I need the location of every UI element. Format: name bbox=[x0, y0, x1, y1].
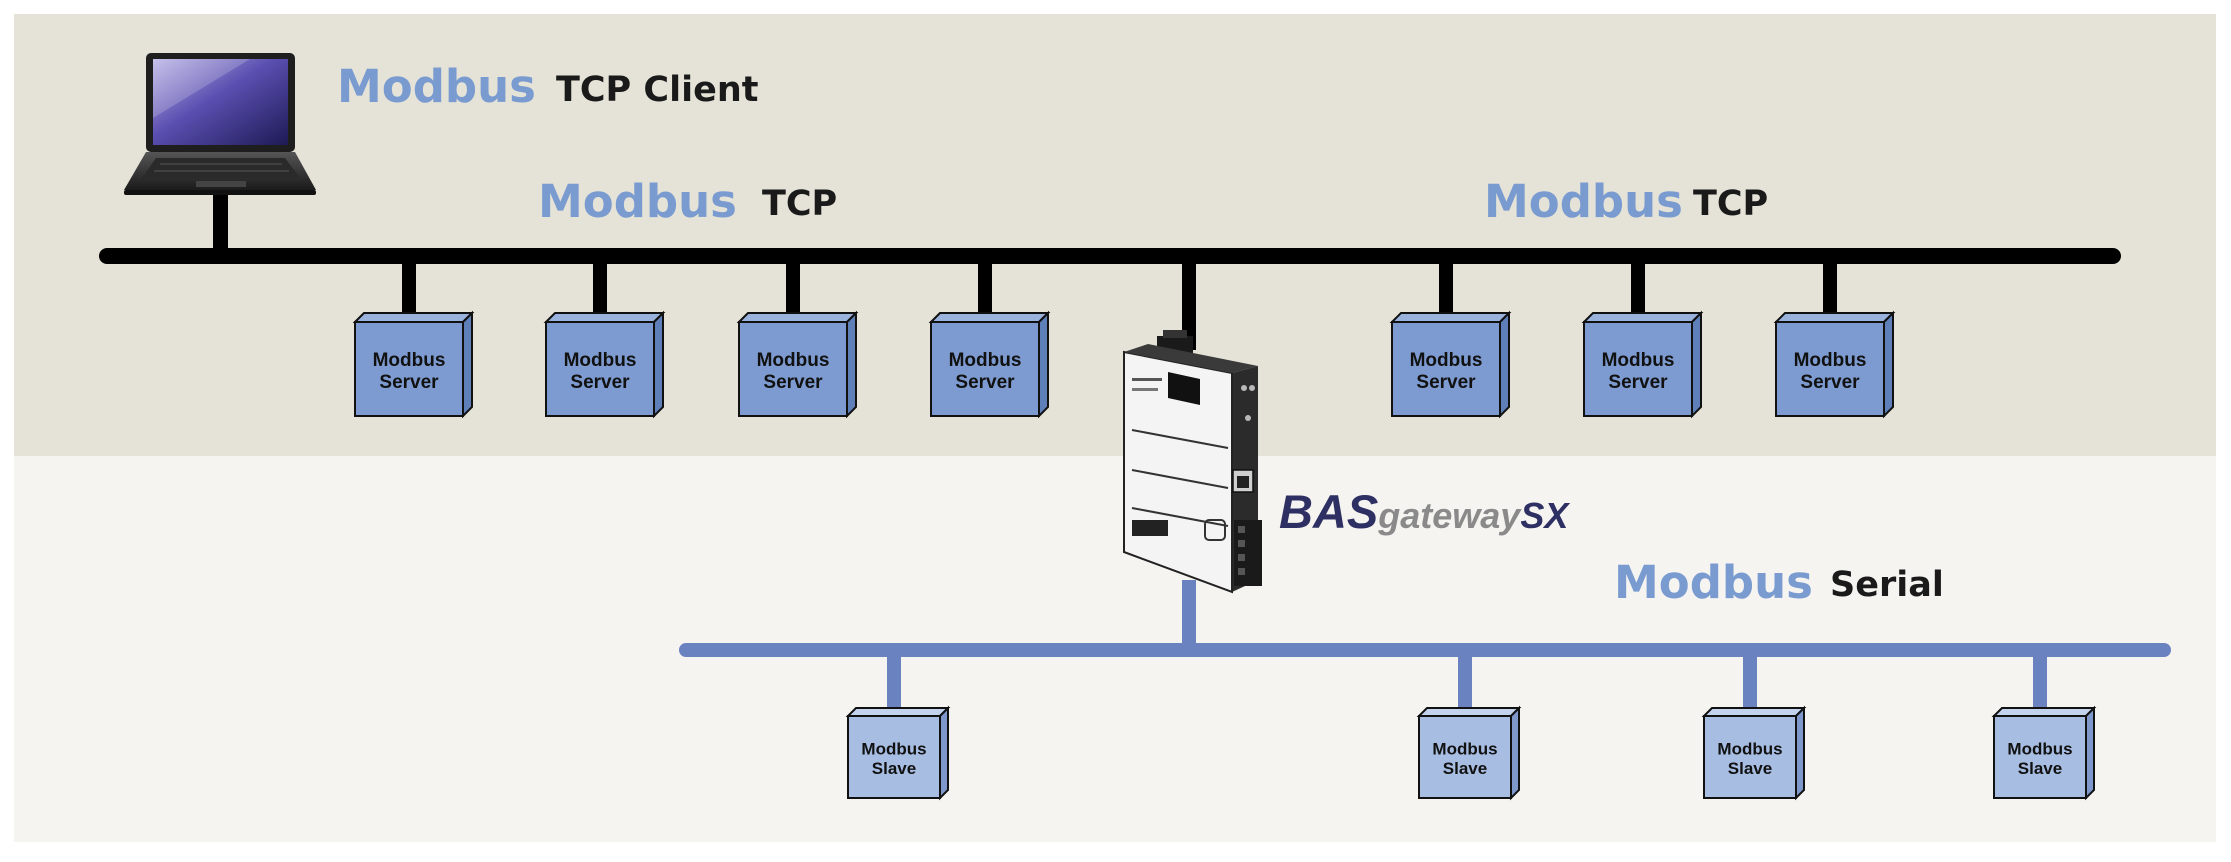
modbus-server-label-line2: Server bbox=[1608, 372, 1668, 393]
modbus-server-box-front bbox=[354, 321, 464, 417]
serial-protocol-label: Serial bbox=[1830, 565, 1944, 605]
modbus-server-box-front bbox=[545, 321, 655, 417]
modbus-server-label-line2: Server bbox=[955, 372, 1015, 393]
modbus-slave-label-line1: Modbus bbox=[1717, 740, 1782, 759]
tcp-right-brand-label: Modbus bbox=[1484, 175, 1683, 228]
gateway-serial-drop bbox=[1182, 580, 1196, 650]
modbus-server-box-side bbox=[1691, 310, 1702, 419]
tcp-left-protocol-label: TCP bbox=[762, 184, 837, 224]
modbus-server-box-side bbox=[462, 310, 473, 419]
modbus-server-label-line1: Modbus bbox=[373, 350, 446, 371]
modbus-server-label-line1: Modbus bbox=[564, 350, 637, 371]
modbus-server-box-front bbox=[1583, 321, 1693, 417]
modbus-server-drop-line bbox=[1631, 256, 1645, 322]
tcp-right-protocol-label: TCP bbox=[1693, 184, 1768, 224]
modbus-slave-drop-line bbox=[1743, 650, 1757, 716]
modbus-slave-box-side bbox=[1510, 705, 1520, 801]
tcp-left-brand-label: Modbus bbox=[538, 175, 737, 228]
client-protocol-label: TCP Client bbox=[556, 70, 758, 110]
gateway-device bbox=[1123, 330, 1262, 594]
modbus-server-drop-line bbox=[402, 256, 416, 322]
modbus-server-label-line1: Modbus bbox=[757, 350, 830, 371]
gateway-ethernet-drop bbox=[1182, 256, 1196, 350]
modbus-slave-label-line2: Slave bbox=[872, 759, 916, 778]
modbus-server-box-top bbox=[928, 312, 1051, 323]
modbus-slave-label-line1: Modbus bbox=[1432, 740, 1497, 759]
modbus-server-label-line1: Modbus bbox=[1602, 350, 1675, 371]
modbus-server-box-front bbox=[1391, 321, 1501, 417]
modbus-server-box-top bbox=[1581, 312, 1704, 323]
laptop-icon bbox=[124, 53, 316, 195]
modbus-slave-drop-line bbox=[2033, 650, 2047, 716]
modbus-server-drop-line bbox=[1823, 256, 1837, 322]
modbus-slave-box-front bbox=[1703, 715, 1797, 799]
modbus-slave-label-line1: Modbus bbox=[2007, 740, 2072, 759]
modbus-slave-box-top bbox=[1991, 707, 2097, 717]
modbus-server-label-line1: Modbus bbox=[1794, 350, 1867, 371]
modbus-server-box-side bbox=[846, 310, 857, 419]
modbus-server-drop-line bbox=[1439, 256, 1453, 322]
modbus-slave-box-side bbox=[939, 705, 949, 801]
client-brand-label: Modbus bbox=[337, 60, 536, 113]
modbus-server-box-side bbox=[653, 310, 664, 419]
modbus-slave-box-top bbox=[1701, 707, 1807, 717]
gateway-product-name: BASgatewaySX bbox=[1279, 485, 1570, 538]
modbus-slave-drop-line bbox=[1458, 650, 1472, 716]
modbus-server-label-line2: Server bbox=[1800, 372, 1860, 393]
gateway-name-middle: gateway bbox=[1377, 495, 1522, 536]
modbus-slave-box-front bbox=[1993, 715, 2087, 799]
modbus-slave-label-line2: Slave bbox=[1443, 759, 1487, 778]
modbus-server-box-front bbox=[1775, 321, 1885, 417]
modbus-server-box-top bbox=[352, 312, 475, 323]
modbus-slave-box-top bbox=[845, 707, 951, 717]
modbus-server-box-side bbox=[1883, 310, 1894, 419]
modbus-server-label-line2: Server bbox=[1416, 372, 1476, 393]
modbus-slave-box-side bbox=[2085, 705, 2095, 801]
serial-brand-label: Modbus bbox=[1614, 556, 1813, 609]
modbus-server-label-line1: Modbus bbox=[1410, 350, 1483, 371]
modbus-slave-box-top bbox=[1416, 707, 1522, 717]
modbus-server-drop-line bbox=[593, 256, 607, 322]
gateway-name-suffix: SX bbox=[1520, 495, 1570, 536]
modbus-server-box-top bbox=[1773, 312, 1896, 323]
modbus-server-drop-line bbox=[786, 256, 800, 322]
laptop-drop-line bbox=[213, 195, 228, 255]
modbus-server-label-line1: Modbus bbox=[949, 350, 1022, 371]
modbus-slave-box-front bbox=[847, 715, 941, 799]
modbus-server-box-top bbox=[1389, 312, 1512, 323]
modbus-server-box-side bbox=[1038, 310, 1049, 419]
modbus-server-label-line2: Server bbox=[570, 372, 630, 393]
modbus-slave-box-side bbox=[1795, 705, 1805, 801]
gateway-name-prefix: BAS bbox=[1279, 485, 1378, 538]
modbus-slave-label-line1: Modbus bbox=[861, 740, 926, 759]
modbus-server-drop-line bbox=[978, 256, 992, 322]
modbus-server-box-side bbox=[1499, 310, 1510, 419]
modbus-server-label-line2: Server bbox=[379, 372, 439, 393]
modbus-server-box-front bbox=[738, 321, 848, 417]
modbus-server-box-top bbox=[543, 312, 666, 323]
modbus-slave-box-front bbox=[1418, 715, 1512, 799]
modbus-slave-label-line2: Slave bbox=[2018, 759, 2062, 778]
modbus-server-label-line2: Server bbox=[763, 372, 823, 393]
modbus-slave-label-line2: Slave bbox=[1728, 759, 1772, 778]
modbus-slave-drop-line bbox=[887, 650, 901, 716]
modbus-server-box-front bbox=[930, 321, 1040, 417]
modbus-server-box-top bbox=[736, 312, 859, 323]
